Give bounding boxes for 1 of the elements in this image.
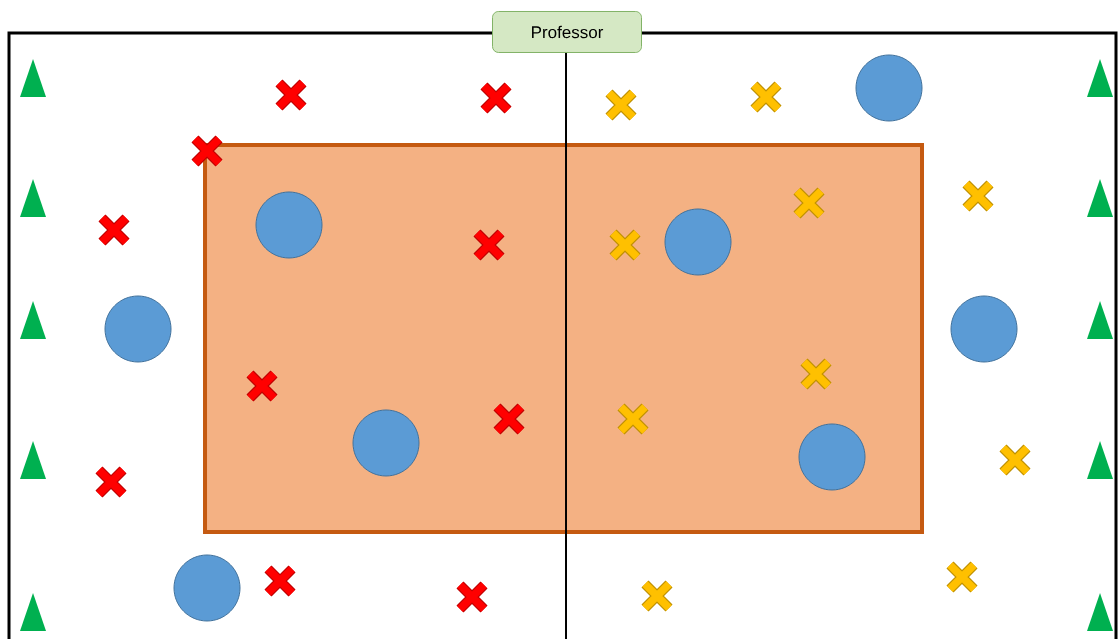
label-box: Professor [492,11,642,53]
